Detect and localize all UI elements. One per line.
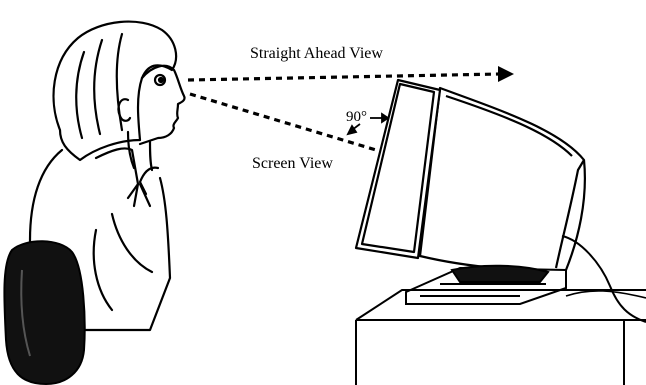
person-arm [94, 214, 152, 310]
person-pupil [159, 78, 163, 82]
straight-ahead-arrowhead [498, 66, 514, 82]
hair-strand [76, 52, 84, 138]
straight-ahead-view-label: Straight Ahead View [250, 46, 383, 62]
monitor-cable-2 [566, 291, 646, 298]
screen-view-label: Screen View [252, 156, 333, 172]
person-tie [134, 184, 150, 206]
chair-back [4, 241, 84, 384]
person-collar [96, 148, 138, 198]
monitor-base [406, 266, 566, 304]
angle-label: 90° [346, 110, 367, 125]
crt-monitor [356, 80, 585, 270]
person-neck [150, 142, 152, 170]
person-ear [118, 99, 130, 121]
hair-strand [94, 40, 102, 134]
base-shadow [452, 266, 548, 282]
straight-ahead-line [188, 74, 500, 80]
